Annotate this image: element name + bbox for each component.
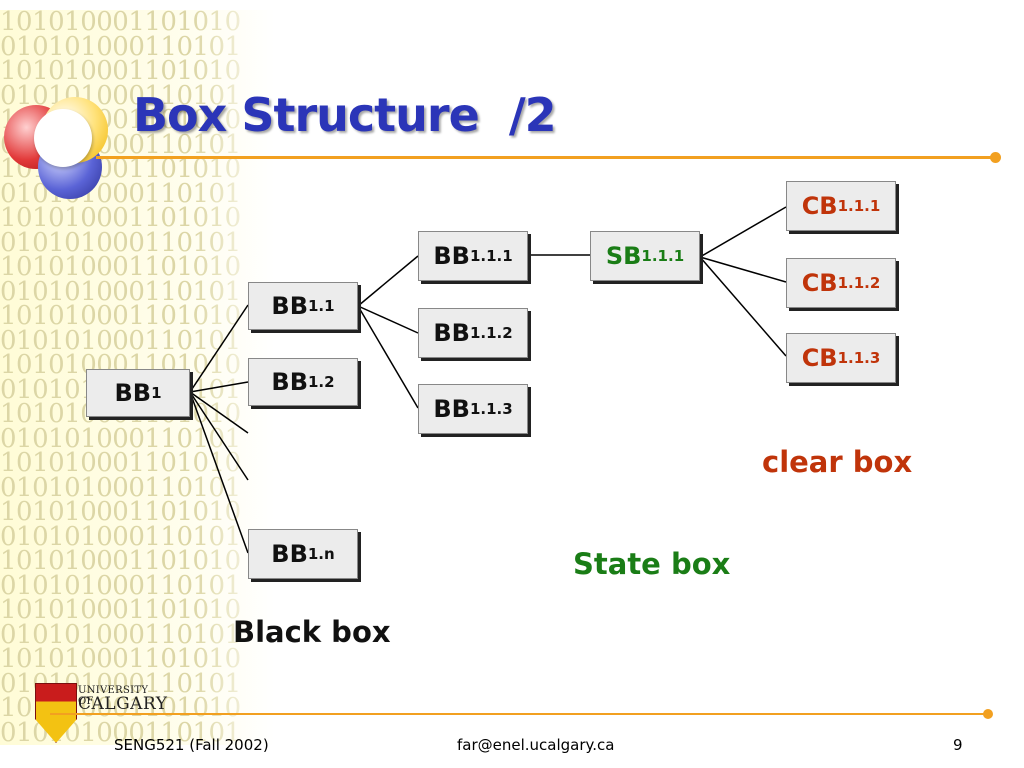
box-bb1-2-main: BB	[271, 368, 308, 396]
box-cb1-1-3-main: CB	[801, 344, 838, 372]
box-cb1-1-3-sub: 1.1.3	[837, 349, 881, 367]
box-bb1-1-2-sub: 1.1.2	[469, 324, 513, 342]
slide-title: Box Structure /2	[133, 88, 557, 142]
connector-bb1-bb11	[189, 304, 249, 393]
footer-page-number: 9	[953, 736, 963, 754]
connector-bb11-bb112	[357, 305, 419, 334]
box-cb1-1-2-sub: 1.1.2	[837, 274, 881, 292]
connector-bb1-stub2	[189, 391, 249, 481]
connector-bb11-bb113	[357, 305, 419, 409]
white-circle	[34, 109, 92, 167]
box-bb1-2-sub: 1.2	[308, 373, 335, 391]
box-bb1-1-2-main: BB	[433, 319, 470, 347]
box-bb1-1-1-main: BB	[433, 242, 470, 270]
decorative-circles	[0, 95, 115, 205]
box-sb1-1-1-sub: 1.1.1	[641, 247, 685, 265]
connector-sb111-cb111	[699, 206, 787, 258]
box-bb1-1-3-sub: 1.1.3	[469, 400, 513, 418]
connector-sb111-cb113	[699, 256, 787, 357]
box-cb1-1-2-main: CB	[801, 269, 838, 297]
footer-email: far@enel.ucalgary.ca	[457, 736, 615, 754]
box-bb1-1-3-main: BB	[433, 395, 470, 423]
connector-bb1-bb1n	[189, 391, 249, 554]
connector-bb11-bb111	[357, 255, 419, 307]
box-bb1-n-sub: 1.n	[307, 545, 335, 563]
logo-line-2: CALGARY	[78, 694, 168, 714]
box-bb1-n-main: BB	[271, 540, 308, 568]
box-bb1-1-main: BB	[271, 292, 308, 320]
footer-line	[50, 713, 986, 715]
connector-bb1-bb12	[189, 381, 249, 393]
box-bb1-1-sub: 1.1	[308, 297, 335, 315]
footer-line-dot	[983, 709, 993, 719]
box-bb1-sub: 1	[151, 384, 162, 402]
box-bb1-1-1-sub: 1.1.1	[469, 247, 513, 265]
state-box-label: State box	[573, 547, 731, 581]
connector-bb1-stub1	[189, 391, 249, 434]
footer-course: SENG521 (Fall 2002)	[114, 736, 269, 754]
box-cb1-1-1-sub: 1.1.1	[837, 197, 881, 215]
logo-line-1: UNIVERSITY OF	[78, 685, 149, 707]
title-underline	[96, 156, 996, 159]
title-underline-dot	[990, 152, 1001, 163]
box-bb1-main: BB	[114, 379, 152, 407]
connector-sb111-cb112	[699, 256, 787, 283]
box-sb1-1-1-main: SB	[605, 242, 642, 270]
clear-box-label: clear box	[762, 445, 913, 479]
black-box-label: Black box	[233, 615, 391, 649]
box-cb1-1-1-main: CB	[801, 192, 838, 220]
